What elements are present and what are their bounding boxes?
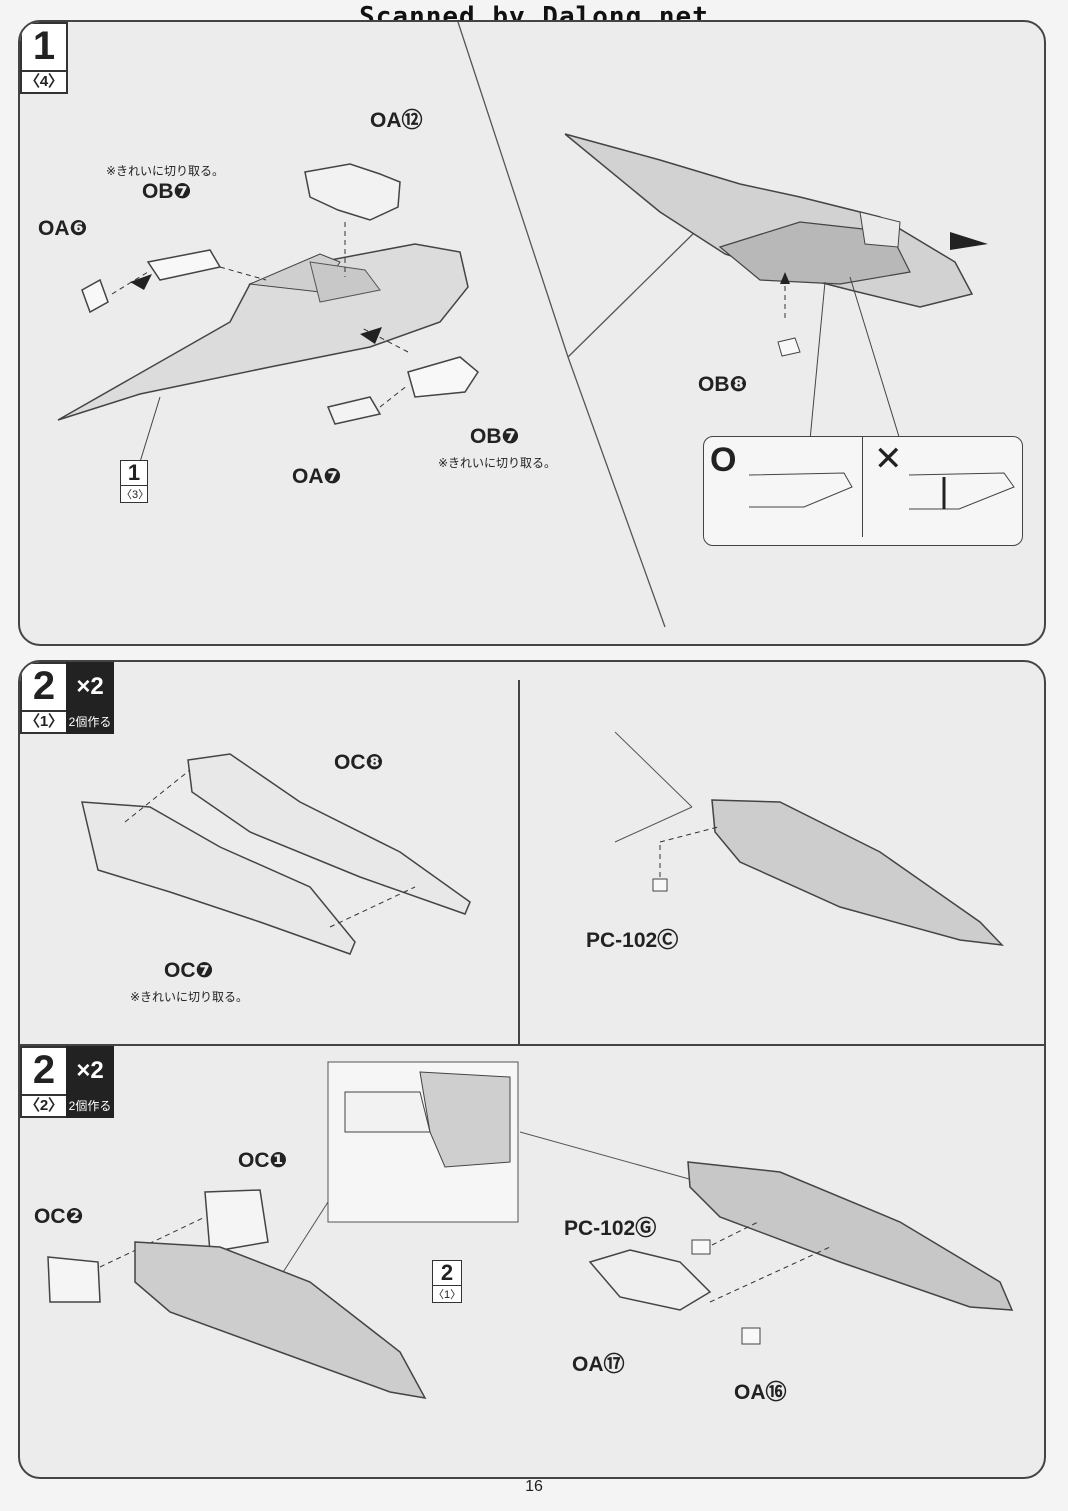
step-1-number: 1 (20, 22, 68, 72)
note-clean-cut-oc7: ※きれいに切り取る。 (130, 990, 249, 1004)
label-ob8: OB❽ (698, 373, 748, 396)
step-2-illustration (47, 731, 1014, 1400)
label-pc102c: PC-102Ⓒ (586, 929, 679, 952)
label-oa12: OA⑫ (370, 109, 423, 132)
step-2-1-number: 2 (20, 662, 68, 712)
note-clean-cut-top: ※きれいに切り取る。 (106, 164, 225, 178)
cut-detail-illustration (748, 472, 1015, 510)
label-oa7: OA❼ (292, 465, 342, 488)
reference-sub: 〈3〉 (121, 489, 150, 501)
page-number: 16 (525, 1478, 543, 1495)
step-2-2-number: 2 (20, 1046, 68, 1096)
label-oc7: OC❼ (164, 959, 214, 982)
step-2-1-multiplier: ×2 (66, 662, 114, 712)
incorrect-mark: ✕ (874, 440, 903, 478)
label-oa17: OA⑰ (572, 1353, 625, 1376)
correct-mark: O (710, 441, 737, 479)
label-ob7-top: OB❼ (142, 180, 192, 203)
step-1-subnumber: 〈4〉 (20, 70, 68, 94)
reference-num: 2 (433, 1261, 461, 1286)
step-2-1-subnumber: 〈1〉 (20, 710, 68, 734)
label-oc2: OC❷ (34, 1205, 84, 1228)
label-ob7-bottom: OB❼ (470, 425, 520, 448)
label-oa6: OA❻ (38, 217, 88, 240)
reference-num: 1 (121, 461, 147, 486)
reference-sub: 〈1〉 (433, 1289, 462, 1301)
correct-incorrect-box: O ✕ (703, 436, 1023, 546)
label-oa16: OA⑯ (734, 1381, 787, 1404)
step-2-2-subnumber: 〈2〉 (20, 1094, 68, 1118)
reference-step-2-1: 2 〈1〉 (432, 1260, 462, 1303)
step-1-panel: 1 〈4〉 OA⑫ ※きれいに切り取る。 OB❼ OA❻ OB❼ ※きれいに切り… (18, 20, 1046, 646)
step-2-divider-vertical (518, 680, 520, 1044)
note-clean-cut-bottom: ※きれいに切り取る。 (438, 456, 557, 470)
step-2-1-make-two: 2個作る (66, 710, 114, 734)
step-1-illustration (57, 22, 988, 628)
label-pc102g: PC-102Ⓖ (564, 1217, 657, 1240)
label-oc8: OC❽ (334, 751, 384, 774)
label-oc1: OC❶ (238, 1149, 288, 1172)
step-2-divider-horizontal (20, 1044, 1044, 1046)
step-2-2-make-two: 2個作る (66, 1094, 114, 1118)
step-2-2-multiplier: ×2 (66, 1046, 114, 1096)
reference-step-1-3: 1 〈3〉 (120, 460, 150, 503)
step-2-panel: 2 〈1〉 ×2 2個作る OC❽ OC❼ ※きれいに切り取る。 PC-102Ⓒ… (18, 660, 1046, 1479)
